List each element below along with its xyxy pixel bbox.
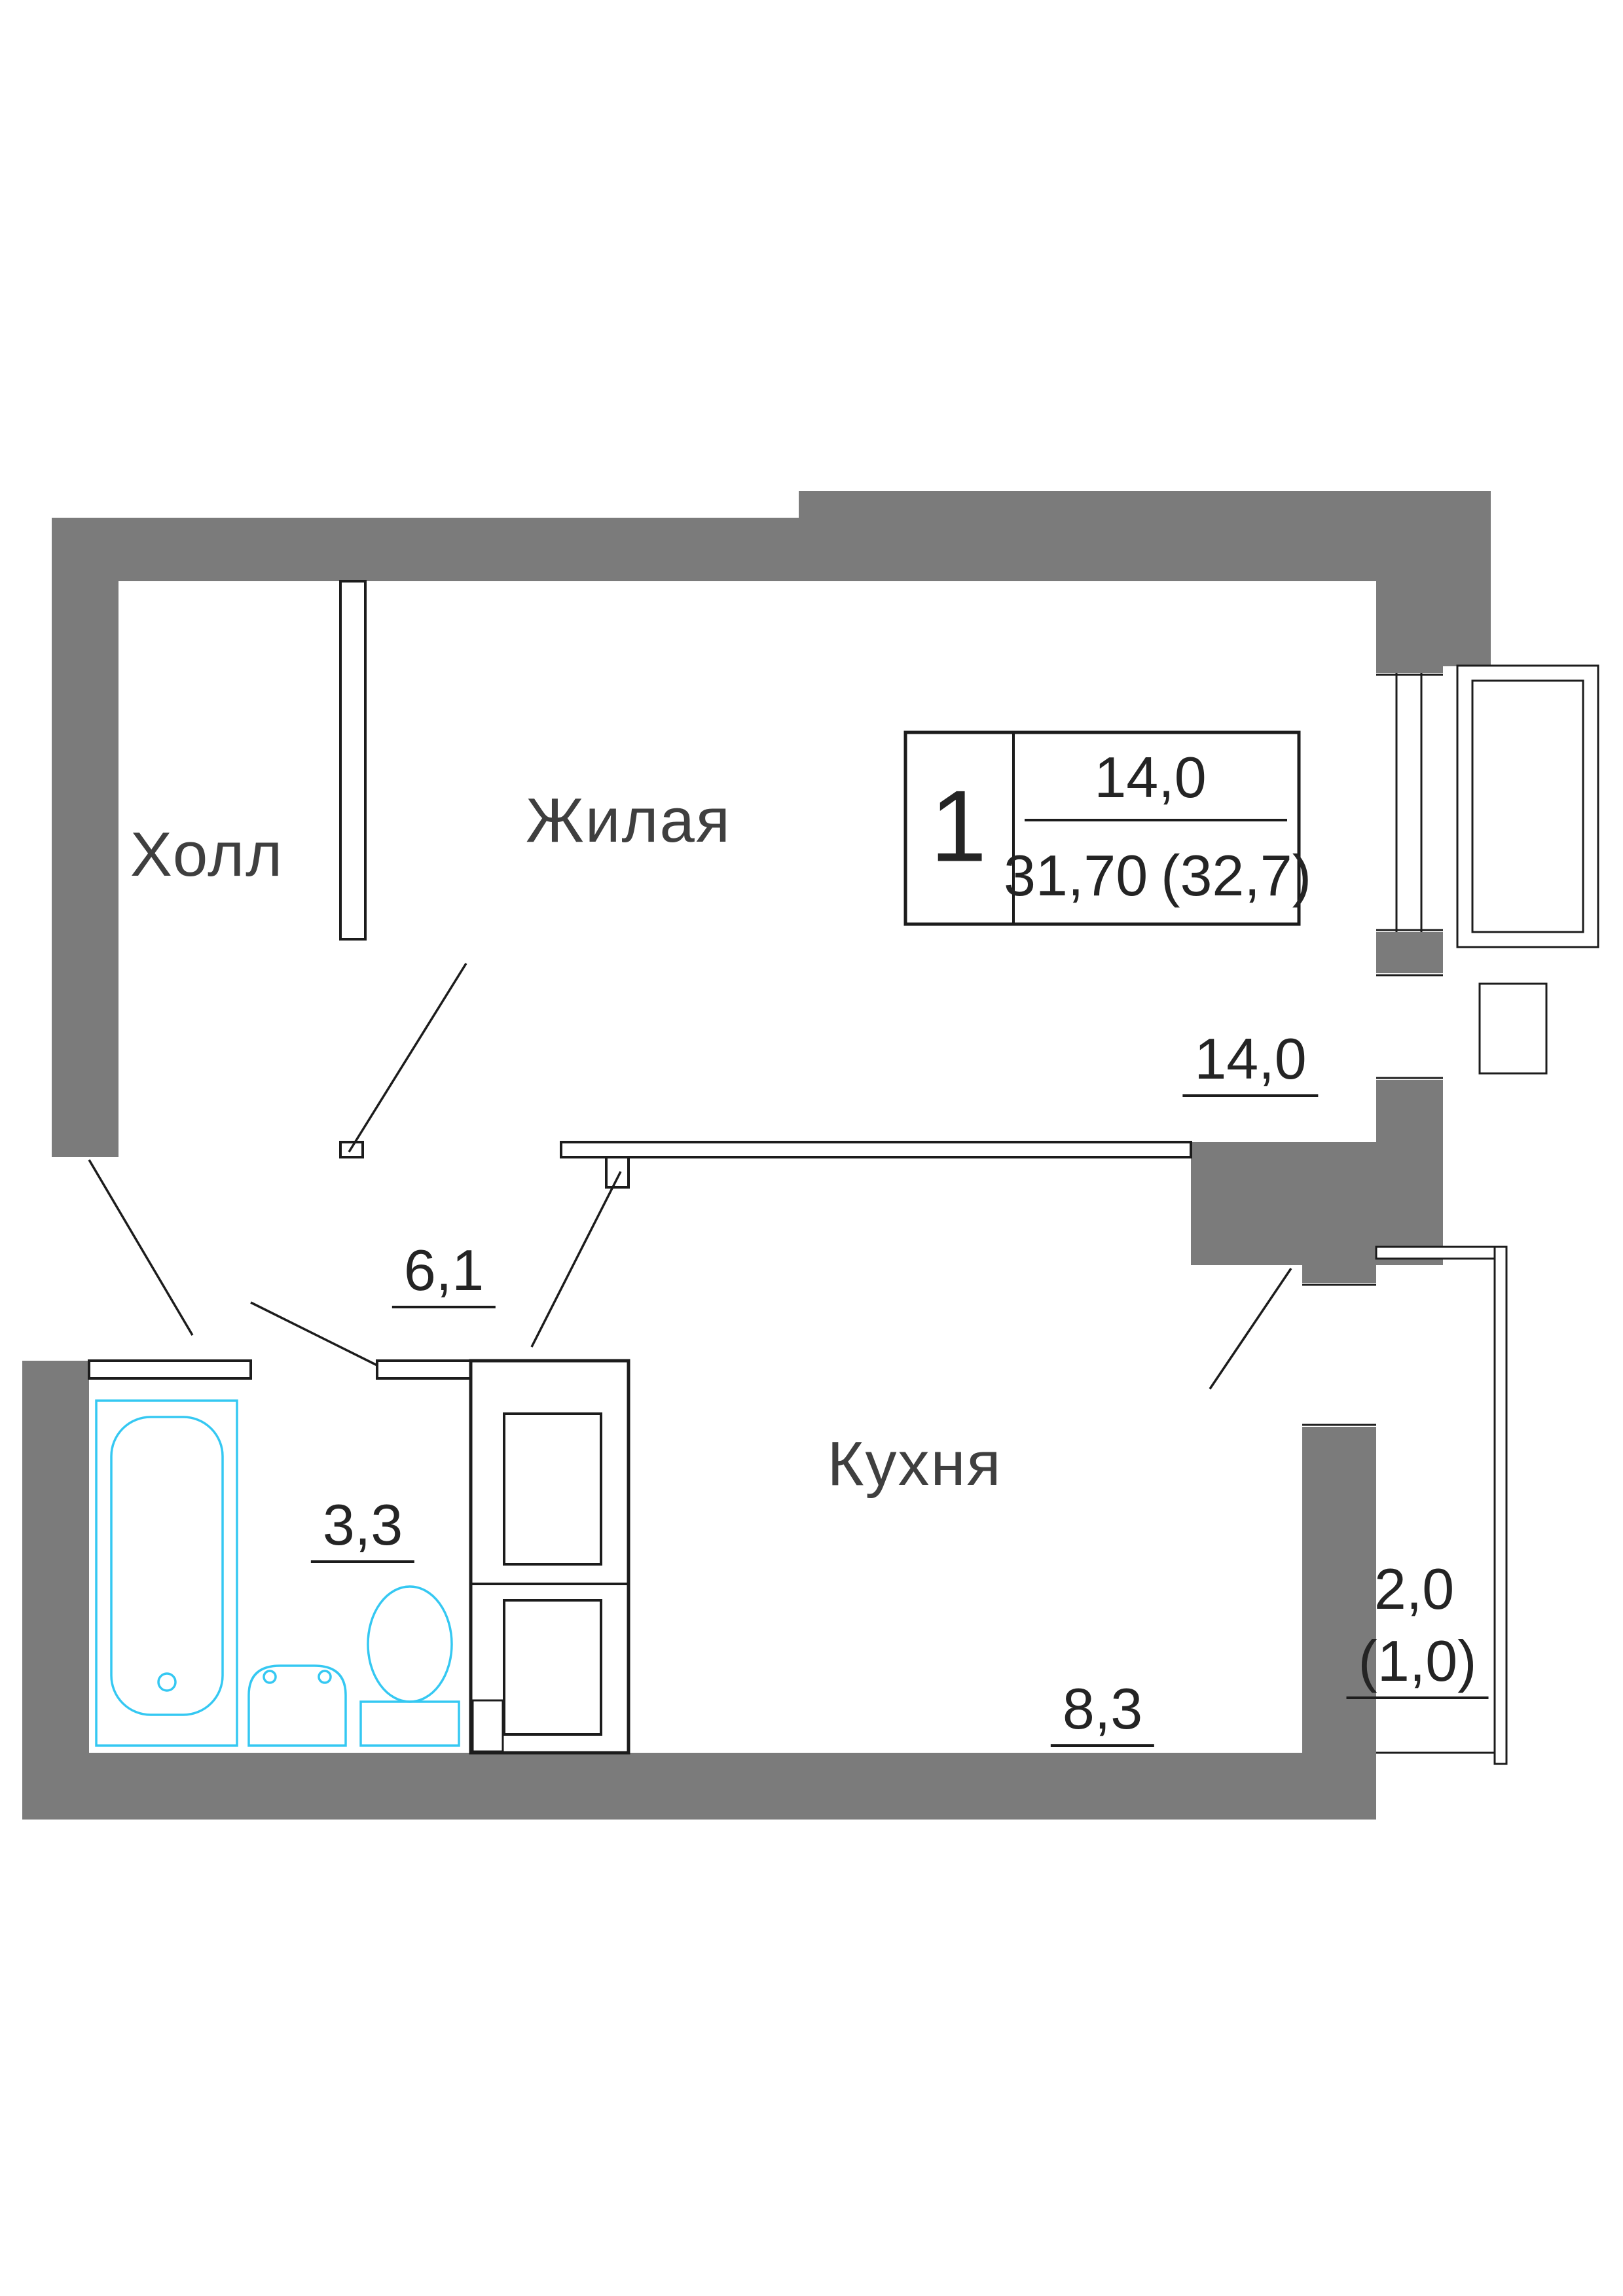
wall-top-left xyxy=(52,518,826,581)
wall-top-right xyxy=(799,491,1491,581)
loggia-window-outer xyxy=(1456,664,1599,948)
kitchen-door-leaf xyxy=(530,1171,622,1348)
living-window-glazing xyxy=(1395,673,1423,932)
loggia-small-box xyxy=(1478,982,1548,1075)
bathtub-drain xyxy=(157,1672,177,1692)
info-box-frame xyxy=(903,730,1301,926)
bathtub-outline xyxy=(95,1399,238,1747)
wall-bottom xyxy=(22,1753,1302,1820)
living-window-jambs xyxy=(1376,673,1443,931)
kitchen-balcony-door-jambs xyxy=(1302,1283,1376,1426)
washbasin-body xyxy=(247,1664,347,1747)
partition-living-bottom xyxy=(560,1141,1192,1158)
kitchen-balcony-door-leaf xyxy=(1209,1268,1292,1390)
kitchen-balcony-door-opening xyxy=(1302,1283,1376,1427)
door-leaves xyxy=(88,963,1292,1390)
wall-right-pillar xyxy=(1443,581,1491,666)
closet-block xyxy=(469,1359,630,1755)
loggia-top-rail xyxy=(1375,1246,1496,1260)
closet-duct-notch xyxy=(471,1699,504,1753)
closet-inner-bottom xyxy=(503,1599,602,1736)
hall-door-leaf xyxy=(88,1159,194,1336)
partition-kitchen-door-stub xyxy=(605,1156,630,1189)
bathtub-basin xyxy=(110,1416,224,1716)
lower-loggia xyxy=(1375,1246,1508,1765)
living-balcony-door-opening xyxy=(1376,973,1443,1080)
living-balcony-door-jambs xyxy=(1376,974,1443,1079)
loggia-right-rail xyxy=(1493,1246,1508,1765)
wall-bottom-left-block xyxy=(22,1361,89,1820)
bathroom-fixtures xyxy=(95,1399,460,1747)
wall-openings xyxy=(1302,673,1443,1427)
wall-left xyxy=(52,518,119,1157)
upper-loggia xyxy=(1456,664,1599,1075)
wall-jog-kitchen xyxy=(1191,1142,1376,1265)
bathroom-door-leaf xyxy=(250,1301,378,1367)
washbasin-knob-right xyxy=(318,1670,332,1684)
partition-bath-top-right xyxy=(376,1359,472,1380)
toilet-tank xyxy=(359,1700,460,1747)
closet-outer xyxy=(469,1359,630,1755)
partition-hall-living xyxy=(339,580,367,941)
partition-bath-top-left xyxy=(88,1359,252,1380)
partitions xyxy=(88,580,1192,1380)
washbasin-knob-left xyxy=(263,1670,277,1684)
toilet-bowl xyxy=(367,1585,453,1703)
living-window-opening xyxy=(1376,673,1443,932)
info-box xyxy=(903,730,1301,926)
closet-inner-top xyxy=(503,1412,602,1566)
loggia-window-inner xyxy=(1471,679,1584,933)
living-door-leaf xyxy=(348,963,467,1153)
